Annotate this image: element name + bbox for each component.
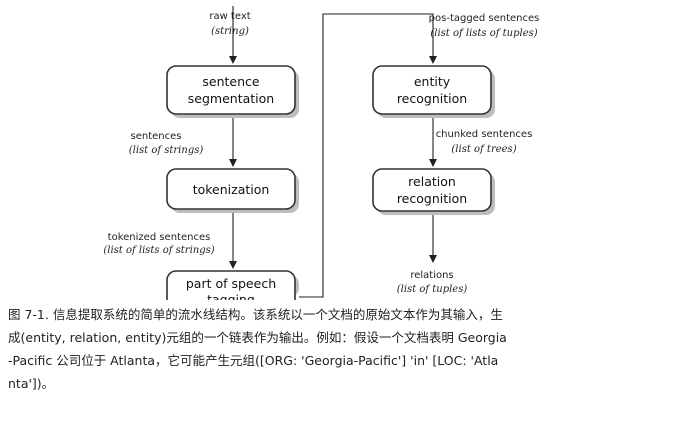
edge-label-type: (list of lists of strings) [103,245,214,256]
box-sentence-segmentation: sentence segmentation [166,65,299,118]
label-pos-tagged-sentences: pos-tagged sentences (list of lists of t… [429,13,540,39]
figure-caption: 图 7-1. 信息提取系统的简单的流水线结构。该系统以一个文档的原始文本作为其输… [8,303,668,395]
edge-label-type: (list of lists of tuples) [430,28,537,39]
edge-label-type: (list of tuples) [397,284,468,295]
caption-line: -Pacific 公司位于 Atlanta，它可能产生元组([ORG: 'Geo… [8,353,499,368]
edge-label-type: (list of trees) [451,144,516,155]
label-chunked-sentences: chunked sentences (list of trees) [436,129,533,155]
box-label-line: tagging [207,292,255,300]
label-relations: relations (list of tuples) [397,270,468,295]
box-label-line: recognition [397,191,467,206]
box-label-line: recognition [397,91,467,106]
box-label-line: entity [414,74,451,89]
label-sentences: sentences (list of strings) [129,131,204,156]
box-label-line: part of speech [186,276,276,291]
label-tokenized-sentences: tokenized sentences (list of lists of st… [103,232,214,256]
box-label-line: relation [408,174,456,189]
box-label-line: segmentation [188,91,274,106]
caption-line: 图 7-1. 信息提取系统的简单的流水线结构。该系统以一个文档的原始文本作为其输… [8,307,503,322]
edge-label-main: chunked sentences [436,129,533,140]
edge-label-main: sentences [131,131,182,142]
label-raw-text: raw text (string) [209,11,250,37]
edge-label-main: raw text [209,11,250,22]
edge-pos-tagged [299,13,437,298]
caption-line: nta'])。 [8,376,55,391]
box-part-of-speech-tagging: part of speech tagging [166,270,299,300]
box-label-line: tokenization [193,182,270,197]
edge-label-main: pos-tagged sentences [429,13,540,24]
caption-line: 成(entity, relation, entity)元组的一个链表作为输出。例… [8,330,507,345]
edge-label-main: relations [410,270,453,281]
box-label-line: sentence [202,74,260,89]
box-relation-recognition: relation recognition [372,168,495,215]
edge-label-main: tokenized sentences [108,232,211,243]
pipeline-diagram: sentence segmentation tokenization part … [103,6,540,300]
edge-label-type: (list of strings) [129,145,204,156]
box-entity-recognition: entity recognition [372,65,495,118]
edge-label-type: (string) [211,26,249,37]
box-tokenization: tokenization [166,168,299,213]
